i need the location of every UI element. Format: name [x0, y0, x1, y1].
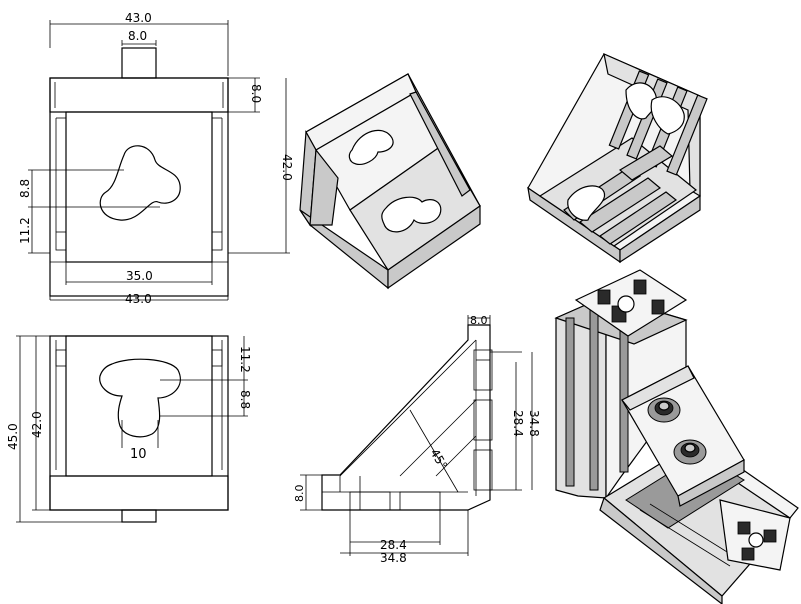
side-view: 10 11.2 8.8 45.0 42.0: [6, 335, 252, 523]
iso-keyhole-lower: [381, 196, 442, 233]
dim-angle: 45°: [427, 447, 450, 472]
dim-side-slot-upper: 11.2: [238, 346, 252, 373]
dim-outer-height: 45.0: [6, 423, 20, 450]
front-view: 43.0 8.0 8.0 42.0 8.8 11.2 35.0 43.0: [18, 11, 294, 306]
dim-top-width: 43.0: [125, 11, 152, 25]
dim-v-outer: 34.8: [527, 410, 541, 437]
iso-bracket-back: [527, 52, 708, 264]
dim-side-slot-lower: 8.8: [238, 390, 252, 409]
keyhole-slot: [99, 145, 181, 221]
keyhole-slot-side: [99, 358, 181, 438]
iso-bracket-front: [299, 73, 481, 290]
dim-inner-width: 35.0: [126, 269, 153, 283]
bolt-lower: [673, 439, 707, 465]
assembly-view: [554, 269, 799, 604]
profile-view: 45° 8.0 8.0 28.4 34.8 28.4 34.8: [293, 314, 541, 565]
iso-back-keyhole-wall-2: [650, 96, 685, 135]
dim-slot-upper: 8.8: [18, 179, 32, 198]
bolt-upper: [647, 397, 681, 423]
dim-inner-height: 42.0: [30, 411, 44, 438]
dim-tab-height: 8.0: [249, 84, 263, 103]
dim-h-outer: 34.8: [380, 551, 407, 565]
dim-height: 42.0: [280, 154, 294, 181]
dim-side-thickness: 8.0: [293, 485, 306, 503]
dim-v-inner: 28.4: [511, 410, 525, 437]
iso-keyhole-upper: [348, 129, 394, 165]
dim-tab-width: 8.0: [128, 29, 147, 43]
dim-slot-width: 10: [130, 447, 147, 462]
dim-top-thickness: 8.0: [470, 314, 488, 327]
dim-bottom-width: 43.0: [125, 292, 152, 306]
dim-slot-lower: 11.2: [18, 217, 32, 244]
iso-back-keyhole-bottom: [567, 185, 606, 221]
dim-h-inner: 28.4: [380, 538, 407, 552]
